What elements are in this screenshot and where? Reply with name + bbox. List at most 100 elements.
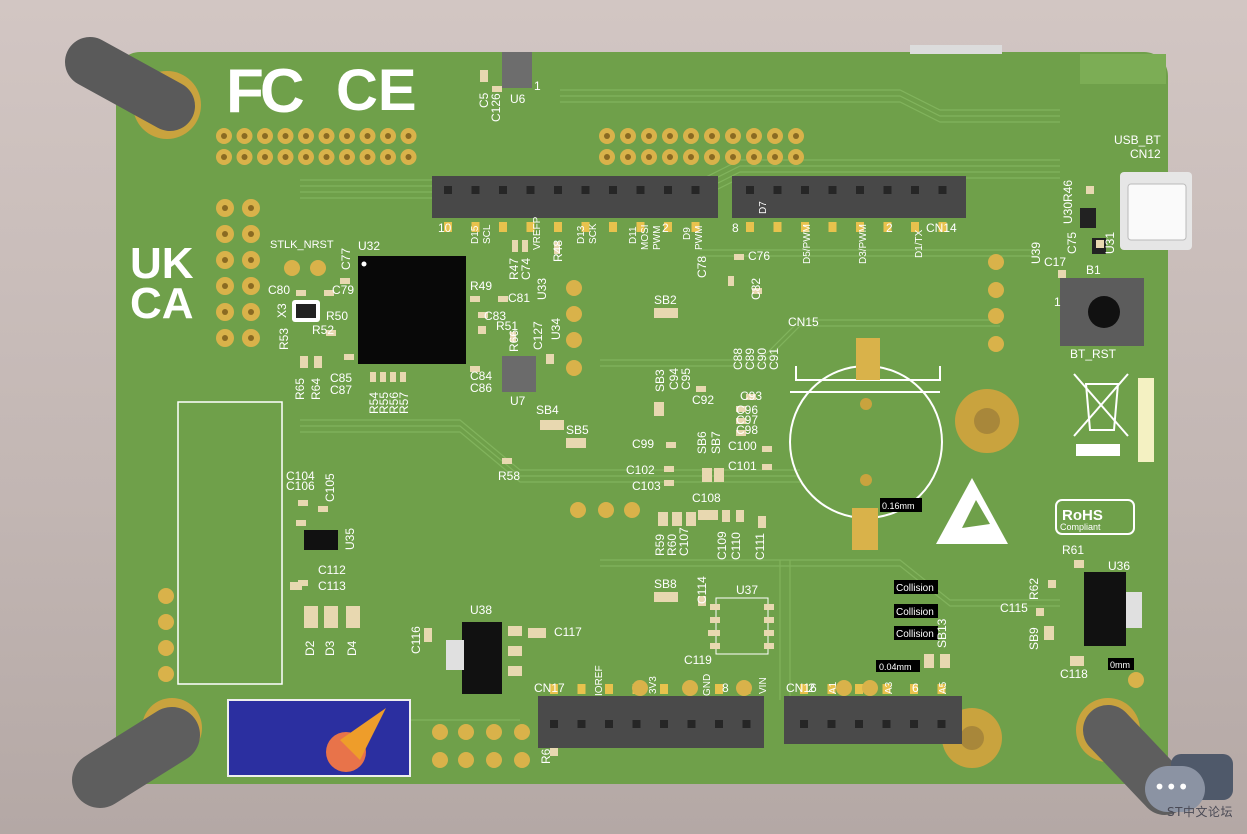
passive	[290, 582, 302, 590]
passive	[762, 446, 772, 452]
weee-bin-icon	[1073, 373, 1129, 437]
header-pad-hole	[751, 154, 757, 160]
label-sb6: SB6	[695, 431, 709, 454]
fcc-logo: FC	[226, 57, 304, 126]
gold-pad	[566, 360, 582, 376]
label-r54: R54	[367, 392, 381, 414]
label-u31: U31	[1103, 232, 1117, 254]
header-pad-hole	[793, 154, 799, 160]
passive	[762, 464, 772, 470]
passive	[522, 240, 528, 252]
header-hole	[581, 186, 590, 194]
header-pad-hole	[364, 133, 371, 139]
passive	[296, 520, 306, 526]
label-c127: C127	[531, 321, 545, 350]
label-d1tx: D1/TX	[914, 229, 925, 258]
label-u7: U7	[510, 394, 526, 408]
header-pad-hole	[709, 154, 715, 160]
header-pin-pad	[609, 222, 617, 232]
gold-pad	[836, 680, 852, 696]
header-hole	[742, 720, 751, 728]
header-pad-hole	[248, 309, 254, 315]
header-pad-hole	[323, 133, 330, 139]
label-r61: R61	[1062, 543, 1084, 557]
passive	[324, 606, 338, 628]
passive	[698, 510, 718, 520]
passive	[390, 372, 396, 382]
pcb-board	[116, 52, 1168, 784]
gold-pad	[570, 502, 586, 518]
header-pad-hole	[730, 154, 736, 160]
label-scl: SCL	[482, 224, 493, 244]
label-u33: U33	[535, 278, 549, 300]
gold-pad	[310, 260, 326, 276]
gold-pad	[458, 752, 474, 768]
passive	[296, 290, 306, 296]
header-pin-pad	[550, 684, 558, 694]
chat-dots-icon: •••	[1153, 775, 1189, 799]
label-c17: C17	[1044, 255, 1066, 269]
header-hole	[911, 186, 919, 194]
header-cn18	[432, 176, 718, 218]
label-c74: C74	[519, 258, 533, 280]
chip-u37-outline	[715, 597, 769, 655]
label-c76: C76	[748, 249, 770, 263]
header-pad-hole	[625, 154, 631, 160]
header-pin-pad	[801, 222, 809, 232]
header-pad-hole	[709, 133, 715, 139]
passive	[508, 666, 522, 676]
label-c119: C119	[684, 653, 712, 667]
header-pad-hole	[241, 133, 248, 139]
header-pad-hole	[282, 133, 289, 139]
label-c97: C97	[736, 413, 758, 427]
gold-pad	[988, 308, 1004, 324]
label-n1: 1	[534, 79, 541, 93]
header-pad-hole	[793, 133, 799, 139]
header-pad-hole	[344, 154, 350, 160]
gold-pad	[514, 752, 530, 768]
gold-pad	[988, 336, 1004, 352]
label-r58: R58	[498, 469, 520, 483]
header-pad-hole	[667, 133, 673, 139]
label-d2: D2	[303, 640, 317, 656]
passive	[1086, 186, 1094, 194]
header-hole	[715, 720, 723, 728]
header-pin-pad	[499, 222, 507, 232]
header-hole	[801, 186, 809, 194]
passive	[478, 326, 486, 334]
label-r59: R59	[653, 534, 667, 556]
gold-pad	[486, 752, 502, 768]
ukca-logo-bottom: CA	[130, 279, 194, 328]
gold-pad	[432, 752, 448, 768]
label-n2: 2	[662, 221, 669, 235]
label-c88: C88	[731, 348, 745, 370]
label-d15: D15	[470, 225, 481, 244]
header-hole	[937, 720, 946, 728]
header-hole	[444, 186, 452, 194]
passive	[658, 512, 668, 526]
label-c108: C108	[692, 491, 721, 505]
label-cn14: CN14	[926, 221, 957, 235]
header-hole	[855, 720, 863, 728]
passive	[470, 296, 480, 302]
passive	[702, 468, 712, 482]
label-r50: R50	[326, 309, 348, 323]
annotation-collision-1: Collision	[896, 583, 934, 594]
header-cn16	[784, 696, 962, 744]
crystal-x3-body	[296, 304, 316, 318]
header-pad-hole	[646, 154, 652, 160]
passive	[746, 394, 756, 400]
annotation-004-box	[876, 660, 920, 672]
label-c111: C111	[753, 533, 767, 560]
header-hole	[828, 186, 837, 194]
passive	[734, 254, 744, 260]
battery-contact-top	[856, 338, 880, 380]
passive	[346, 606, 360, 628]
header-pad-hole	[667, 154, 673, 160]
passive	[1074, 560, 1084, 568]
label-d3: D3	[323, 640, 337, 656]
passive	[304, 606, 318, 628]
passive	[698, 596, 706, 606]
header-pad-hole	[344, 133, 350, 139]
chip-u6	[502, 52, 532, 88]
